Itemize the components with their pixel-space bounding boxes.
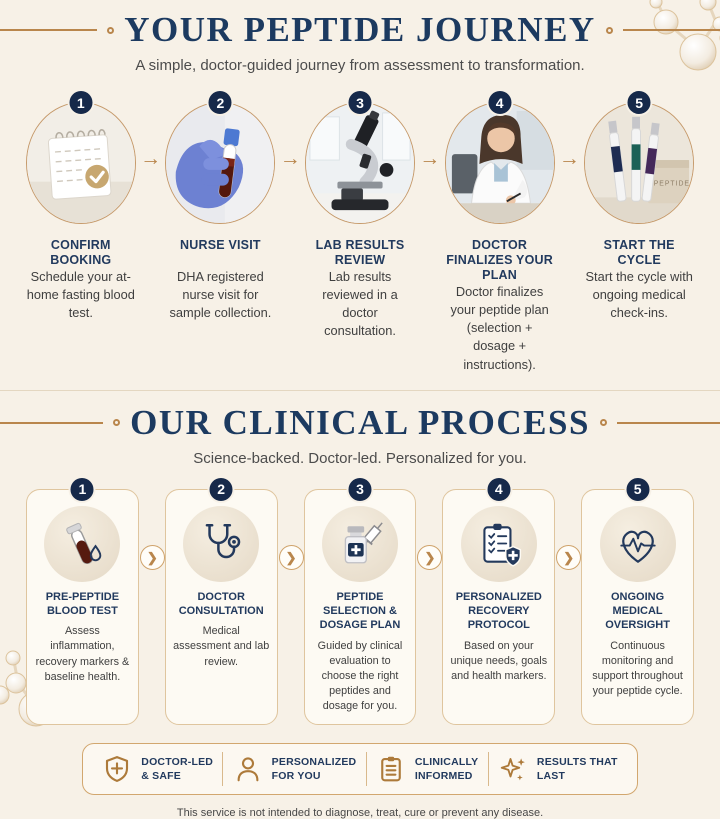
journey-subtitle: A simple, doctor-guided journey from ass…: [0, 57, 720, 74]
badge-results: RESULTS THAT LAST: [498, 754, 618, 784]
svg-text:PEPTIDE: PEPTIDE: [654, 181, 690, 188]
checklist-shield-icon: [461, 506, 537, 582]
arrow-right-icon: →: [558, 148, 580, 169]
step-number-badge: 4: [486, 89, 513, 116]
step-title: START THE CYCLE: [582, 238, 696, 268]
disclaimer-text: This service is not intended to diagnose…: [0, 807, 720, 819]
card-title: ONGOING MEDICAL OVERSIGHT: [589, 590, 686, 633]
sparkle-icon: [498, 754, 528, 784]
step-description: Doctor finalizes your peptide plan (sele…: [443, 283, 557, 374]
process-card-1: 1 PRE-PEPTIDE BLOOD TEST As: [26, 489, 139, 725]
arrow-right-icon: →: [279, 148, 301, 169]
step-description: Schedule your at-home fasting blood test…: [24, 268, 138, 322]
card-number-badge: 3: [346, 476, 373, 503]
arrow-right-icon: →: [140, 148, 162, 169]
header-dot-left: [107, 27, 114, 34]
journey-step-1: 1: [24, 88, 138, 374]
arrow-right-icon: →: [419, 148, 441, 169]
step-number-badge: 1: [67, 89, 94, 116]
card-title: PERSONALIZED RECOVERY PROTOCOL: [450, 590, 547, 633]
card-title: PRE-PEPTIDE BLOOD TEST: [34, 590, 131, 619]
chevron-right-icon: ❯: [556, 545, 581, 570]
badge-personalized: PERSONALIZED FOR YOU: [233, 754, 357, 784]
step-number-badge: 3: [346, 89, 373, 116]
header-dot-right: [600, 419, 607, 426]
card-description: Assess inflammation, recovery markers & …: [34, 624, 131, 684]
step-title: LAB RESULTS REVIEW: [303, 238, 417, 268]
process-cards-row: 1 PRE-PEPTIDE BLOOD TEST As: [26, 489, 694, 725]
blood-vial-icon: [44, 506, 120, 582]
peptide-pens-photo: PEPTIDE: [584, 102, 694, 224]
card-description: Guided by clinical evaluation to choose …: [312, 639, 409, 715]
process-subtitle: Science-backed. Doctor-led. Personalized…: [0, 450, 720, 467]
peptide-infographic: YOUR PEPTIDE JOURNEY A simple, doctor-gu…: [0, 0, 720, 720]
chevron-right-icon: ❯: [417, 545, 442, 570]
vial-syringe-icon: [322, 506, 398, 582]
doctor-writing-photo: [445, 102, 555, 224]
process-card-4: 4: [442, 489, 555, 725]
journey-step-4: 4: [443, 88, 557, 374]
microscope-lab-photo: [305, 102, 415, 224]
step-title: CONFIRM BOOKING: [24, 238, 138, 268]
card-description: Medical assessment and lab review.: [173, 624, 270, 669]
process-section: OUR CLINICAL PROCESS Science-backed. Doc…: [0, 403, 720, 725]
header-dot-right: [606, 27, 613, 34]
card-title: PEPTIDE SELECTION & DOSAGE PLAN: [312, 590, 409, 633]
section-divider: [0, 390, 720, 391]
chevron-right-icon: ❯: [140, 545, 165, 570]
step-description: DHA registered nurse visit for sample co…: [164, 268, 278, 322]
journey-section: YOUR PEPTIDE JOURNEY A simple, doctor-gu…: [0, 10, 720, 374]
person-icon: [233, 754, 263, 784]
card-number-badge: 2: [208, 476, 235, 503]
journey-step-5: 5 PEPTIDE START: [582, 88, 696, 374]
card-title: DOCTOR CONSULTATION: [173, 590, 270, 619]
journey-step-3: 3: [303, 88, 417, 374]
header-rule-right: [617, 422, 720, 424]
step-number-badge: 2: [207, 89, 234, 116]
calendar-booking-photo: [26, 102, 136, 224]
clipboard-icon: [376, 754, 406, 784]
process-title: OUR CLINICAL PROCESS: [130, 403, 590, 443]
process-card-5: 5 ONGOING MEDICAL OVERSIGHT Continuous m…: [581, 489, 694, 725]
card-number-badge: 4: [485, 476, 512, 503]
step-description: Start the cycle with ongoing medical che…: [582, 268, 696, 322]
stethoscope-icon: [183, 506, 259, 582]
step-description: Lab results reviewed in a doctor consult…: [303, 268, 417, 341]
process-card-2: 2 DOCTOR CONSULTATION Medical assessment…: [165, 489, 278, 725]
badge-clinically-informed: CLINICALLY INFORMED: [376, 754, 478, 784]
badge-divider: [366, 752, 367, 786]
shield-cross-icon: [102, 754, 132, 784]
journey-header: YOUR PEPTIDE JOURNEY: [0, 10, 720, 50]
step-title: NURSE VISIT: [164, 238, 278, 268]
card-number-badge: 1: [69, 476, 96, 503]
card-description: Based on your unique needs, goals and he…: [450, 639, 547, 684]
blood-sample-photo: [165, 102, 275, 224]
badge-divider: [222, 752, 223, 786]
trust-badge-bar: DOCTOR-LED & SAFE PERSONALIZED FOR YOU: [82, 743, 638, 795]
process-card-3: 3: [304, 489, 417, 725]
step-number-badge: 5: [626, 89, 653, 116]
step-title: DOCTOR FINALIZES YOUR PLAN: [443, 238, 557, 283]
header-dot-left: [113, 419, 120, 426]
journey-title: YOUR PEPTIDE JOURNEY: [124, 10, 595, 50]
card-number-badge: 5: [624, 476, 651, 503]
journey-step-2: 2: [164, 88, 278, 374]
journey-steps-row: 1: [24, 88, 696, 374]
header-rule-left: [0, 422, 103, 424]
chevron-right-icon: ❯: [279, 545, 304, 570]
badge-doctor-led: DOCTOR-LED & SAFE: [102, 754, 213, 784]
heart-pulse-icon: [600, 506, 676, 582]
badge-divider: [488, 752, 489, 786]
card-description: Continuous monitoring and support throug…: [589, 639, 686, 699]
header-rule-right: [623, 29, 720, 31]
header-rule-left: [0, 29, 97, 31]
process-header: OUR CLINICAL PROCESS: [0, 403, 720, 443]
